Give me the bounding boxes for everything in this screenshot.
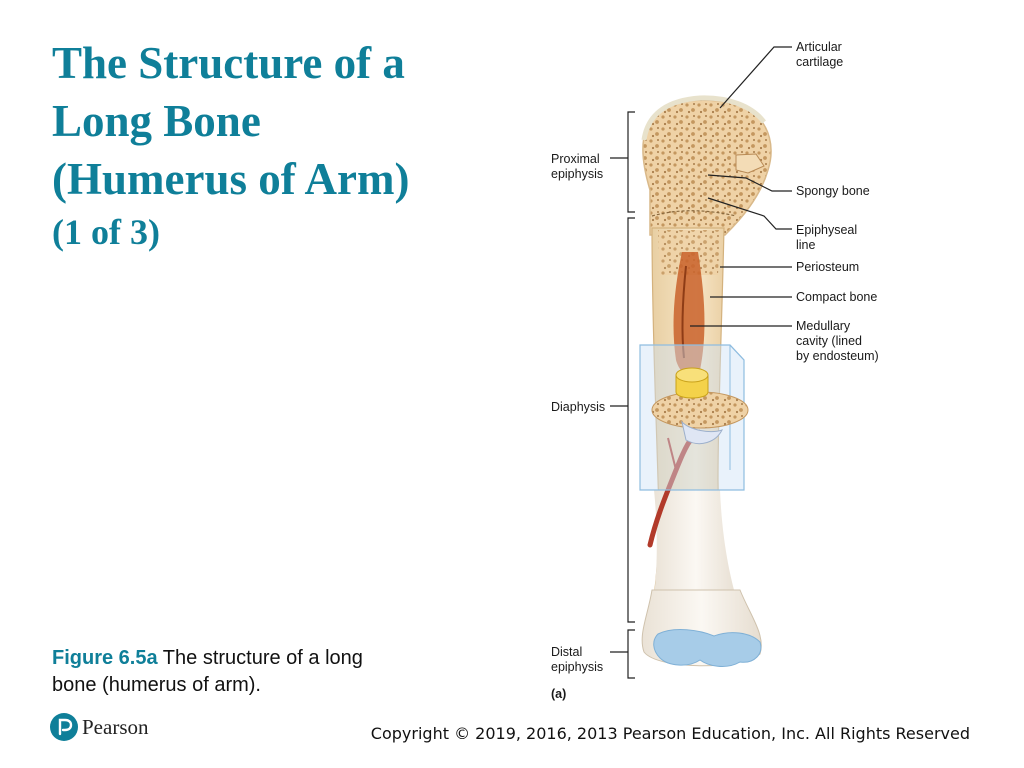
nutrient-artery [647, 435, 695, 548]
title-line-1: The Structure of a [52, 38, 405, 88]
pearson-p-icon [50, 713, 78, 741]
label-compact: Compact bone [796, 290, 877, 304]
title-line-2: Long Bone [52, 96, 261, 146]
label-epiphyseal-line2: line [796, 238, 816, 252]
leader-lines [690, 46, 792, 327]
label-medullary-line2: cavity (lined [796, 334, 862, 348]
pearson-logo: Pearson [50, 713, 149, 741]
label-proximal-line1: Proximal [551, 152, 600, 166]
figure-caption: Figure 6.5a The structure of a long bone… [52, 645, 382, 699]
figure-caption-text: The structure of a long bone (humerus of… [52, 647, 363, 696]
label-distal-line1: Distal [551, 645, 582, 659]
copyright-notice: Copyright © 2019, 2016, 2013 Pearson Edu… [370, 724, 970, 743]
slide-title: The Structure of a Long Bone (Humerus of… [52, 34, 472, 256]
articular-cartilage-shape [641, 95, 766, 141]
label-articular-line1: Articular [796, 40, 842, 54]
label-diaphysis: Diaphysis [551, 400, 605, 414]
figure-number: Figure 6.5a [52, 647, 158, 669]
label-spongy: Spongy bone [796, 184, 870, 198]
epiphyseal-line-shape [651, 210, 737, 217]
pearson-logo-text: Pearson [82, 714, 149, 739]
label-medullary-line3: by endosteum) [796, 349, 879, 363]
label-articular-line2: cartilage [796, 55, 843, 69]
label-epiphyseal-line1: Epiphyseal [796, 223, 857, 237]
distal-cartilage-shape [653, 629, 762, 667]
long-bone-diagram: Proximal epiphysis Diaphysis Distal epip… [551, 40, 879, 701]
label-periosteum: Periosteum [796, 260, 859, 274]
label-distal-line2: epiphysis [551, 660, 603, 674]
left-brackets [610, 111, 635, 679]
title-part-indicator: (1 of 3) [52, 212, 160, 252]
title-line-3: (Humerus of Arm) [52, 154, 410, 204]
label-medullary-line1: Medullary [796, 319, 851, 333]
label-proximal-line2: epiphysis [551, 167, 603, 181]
label-panel: (a) [551, 687, 566, 701]
